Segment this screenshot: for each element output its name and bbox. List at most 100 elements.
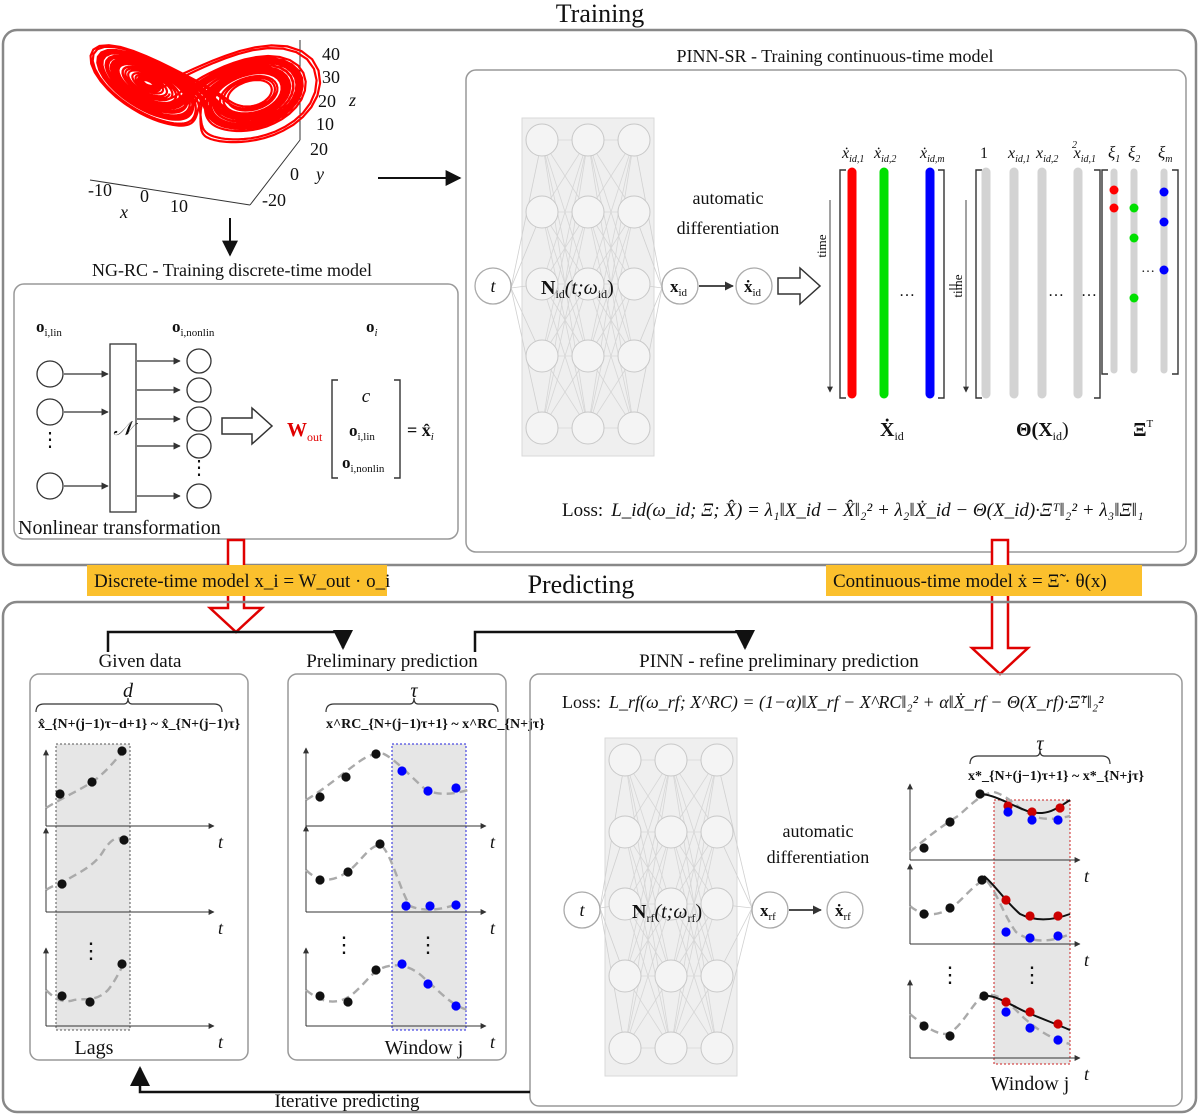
theta-column-sup: 2 <box>1072 140 1077 151</box>
nn-neuron <box>617 267 651 301</box>
equals-sign: = <box>948 277 959 299</box>
refined-plots: tt⋮⋮t <box>907 783 1090 1084</box>
y-tick-label: -20 <box>262 190 286 210</box>
x-ticks: -10 0 10 <box>88 180 188 216</box>
mat-theta-label: Θ(X <box>1016 419 1053 441</box>
data-point <box>977 875 987 885</box>
t-axis-label: t <box>218 832 224 852</box>
data-point <box>451 900 461 910</box>
lags-caption: Lags <box>75 1037 114 1059</box>
y-ticks: 20 0 -20 <box>262 139 328 210</box>
x-rf-node <box>751 891 789 929</box>
nn-neuron <box>700 887 734 921</box>
xdot-column-sub: id,2 <box>881 154 896 165</box>
theta-column-sub: id,1 <box>1015 154 1030 165</box>
input-node <box>36 360 64 388</box>
svg-text:Nid(t;ωid): Nid(t;ωid) <box>541 277 614 301</box>
data-point <box>451 783 461 793</box>
given-range-label: x̂_{N+(j−1)τ−d+1} ~ x̂_{N+(j−1)τ} <box>38 717 241 732</box>
trajectory-dashed <box>909 878 1071 942</box>
x-id-label: x <box>670 277 679 296</box>
continuous-model-text: Continuous-time model ẋ = Ξ̃ · θ(x) <box>833 571 1107 592</box>
svg-text:ẋid: ẋid <box>744 277 762 299</box>
training-panel <box>1 28 1198 567</box>
given-data-panel <box>29 673 249 1061</box>
mat-theta-sub: id <box>1053 429 1062 443</box>
rf-network-args: (t;ω <box>654 901 687 923</box>
xdot-id-label: ẋ <box>744 277 753 296</box>
z-axis-label: z <box>348 90 356 110</box>
z-tick-label: 40 <box>322 44 340 64</box>
wout-symbol: W <box>287 419 307 441</box>
nn-edge <box>541 139 589 285</box>
rf-loss-text: L_rf(ω_rf; X^RC) = (1−α)‖X_rf − X^RC‖₂² … <box>608 692 1104 713</box>
data-point <box>945 903 955 913</box>
given-data-title: Given data <box>99 651 182 672</box>
z-tick-label: 30 <box>322 67 340 87</box>
data-point <box>1053 1035 1063 1045</box>
hollow-arrow <box>777 266 822 306</box>
network-close: ) <box>607 277 614 299</box>
preliminary-title: Preliminary prediction <box>306 651 478 672</box>
nn-edge <box>624 903 672 1049</box>
rf-network-sub: rf <box>646 911 654 925</box>
data-point <box>397 959 407 969</box>
data-point <box>397 766 407 776</box>
xdot-column-sub: id,1 <box>849 154 864 165</box>
nn-edge <box>670 903 718 1049</box>
data-point <box>87 777 97 787</box>
data-point <box>401 901 411 911</box>
y-tick-label: 0 <box>290 164 299 184</box>
data-point <box>945 817 955 827</box>
red-arrow-continuous <box>968 538 1032 676</box>
x-id-sub: id <box>679 287 688 299</box>
ellipsis: … <box>1081 283 1097 300</box>
wout-sub: out <box>307 430 323 444</box>
nn-neuron <box>700 1031 734 1065</box>
rf-network-label: N <box>632 901 647 923</box>
coefficient-dot <box>1159 265 1169 275</box>
nonlinear-operator-symbol: 𝒩 <box>113 418 138 440</box>
nn-neuron <box>700 743 734 777</box>
data-point <box>919 843 929 853</box>
pinnsr-panel <box>465 69 1187 553</box>
hollow-arrow <box>221 406 274 446</box>
discrete-model-badge <box>87 565 387 596</box>
ngrc-title: NG-RC - Training discrete-time model <box>92 260 372 280</box>
nn-neuron <box>700 815 734 849</box>
data-point <box>1027 815 1037 825</box>
nn-neuron <box>571 267 605 301</box>
nn-neuron <box>654 959 688 993</box>
vdots: ⋮ <box>939 962 961 987</box>
nn-neuron <box>617 123 651 157</box>
discrete-model-text: Discrete-time model x_i = W_out · o_i <box>94 571 390 592</box>
output-node <box>186 433 212 459</box>
matrix-bracket-right <box>1172 169 1179 375</box>
nn-edge <box>670 759 718 1049</box>
data-point <box>1001 1007 1011 1017</box>
t-axis-label: t <box>218 918 224 938</box>
preliminary-plots: tt⋮⋮t <box>303 743 496 1052</box>
vdots: ⋮ <box>417 932 439 957</box>
mat-theta-close: ) <box>1062 419 1069 441</box>
predicting-panel <box>1 600 1198 1114</box>
data-point <box>1053 815 1063 825</box>
data-point <box>423 979 433 989</box>
theta-column-label: xid,2 <box>1035 145 1058 165</box>
data-point <box>423 786 433 796</box>
xdot-column-label: ẋid,1 <box>841 145 864 165</box>
t-axis-label: t <box>490 918 496 938</box>
theta-column-sub: id,1 <box>1081 154 1096 165</box>
output-node <box>186 406 212 432</box>
mat-xi-label: Ξ <box>1133 419 1147 441</box>
data-point <box>119 835 129 845</box>
svg-text:ẋrf: ẋrf <box>835 901 851 923</box>
coefficient-dot <box>1109 203 1119 213</box>
coefficient-dot <box>1129 233 1139 243</box>
svg-text:oi,lin: oi,lin <box>349 421 375 443</box>
svg-text:xrf: xrf <box>760 901 776 923</box>
data-point <box>1001 895 1011 905</box>
vdots: ⋮ <box>80 938 102 963</box>
data-point <box>371 749 381 759</box>
ellipsis: … <box>899 283 915 300</box>
